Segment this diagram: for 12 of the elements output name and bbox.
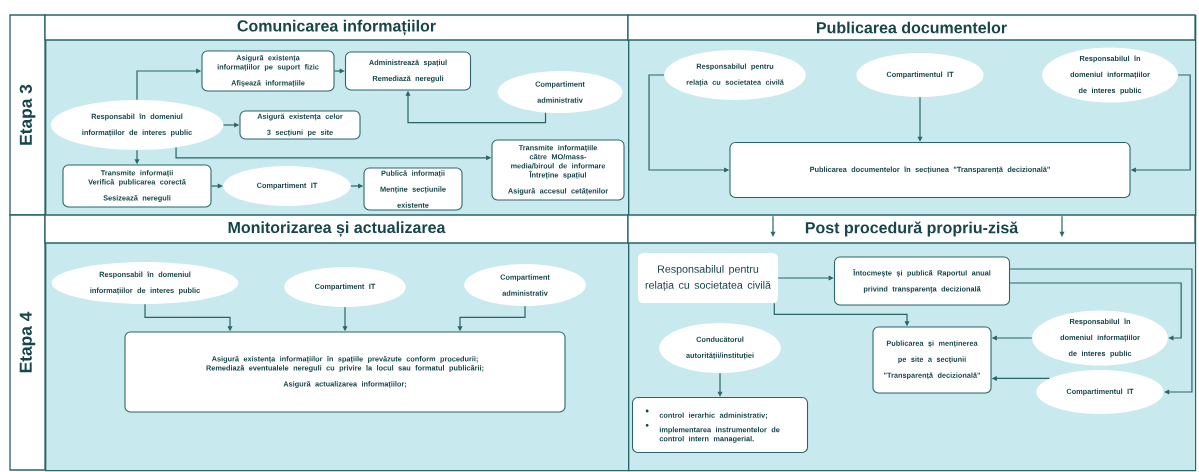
- arrow: [717, 372, 723, 397]
- stage-label: Etapa 4: [9, 214, 46, 471]
- role-box: Responsabilul pentru relația cu societatea civilă: [638, 253, 778, 303]
- arrow: [1009, 282, 1182, 341]
- arrow: [1009, 268, 1193, 395]
- arrow: [210, 183, 223, 189]
- arrow: [333, 68, 345, 74]
- stage-label: Etapa 3: [9, 14, 46, 216]
- arrow: [917, 96, 923, 142]
- arrow: [777, 275, 834, 281]
- arrow: [1059, 215, 1065, 237]
- arrow: [770, 215, 776, 237]
